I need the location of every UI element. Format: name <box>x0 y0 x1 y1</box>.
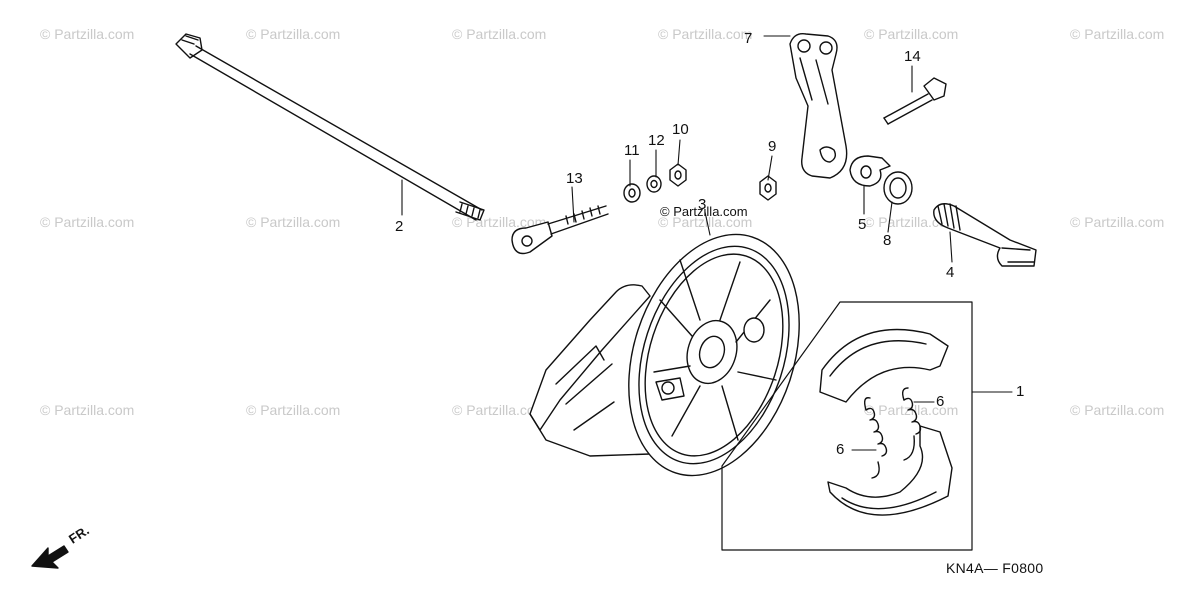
callout-1: 1 <box>1016 383 1025 400</box>
axle-part <box>175 33 485 221</box>
brake-panel-part <box>529 233 800 477</box>
callout-3: 3 <box>698 196 707 213</box>
brake-shoe-set <box>721 301 973 551</box>
watermark: © Partzilla.com <box>1070 402 1165 418</box>
watermark: © Partzilla.com <box>660 204 748 219</box>
callout-11: 11 <box>624 142 640 159</box>
watermark: © Partzilla.com <box>246 402 341 418</box>
indicator-and-seal <box>849 155 913 205</box>
brake-cam-part <box>933 203 1037 267</box>
small-fasteners <box>623 163 777 203</box>
callout-2: 2 <box>395 218 404 235</box>
brake-arm-part <box>789 33 848 179</box>
watermark: © Partzilla.com <box>1070 214 1165 230</box>
callout-12: 12 <box>648 132 665 149</box>
callout-9: 9 <box>768 138 777 155</box>
watermark: © Partzilla.com <box>40 214 135 230</box>
watermark: © Partzilla.com <box>246 214 341 230</box>
arm-bolt-part <box>883 77 947 125</box>
callout-5: 5 <box>858 216 867 233</box>
callout-14: 14 <box>904 48 921 65</box>
watermark: © Partzilla.com <box>246 26 341 42</box>
watermark: © Partzilla.com <box>452 402 547 418</box>
watermark: © Partzilla.com <box>864 26 959 42</box>
callout-8: 8 <box>883 232 892 249</box>
adjuster-bolt-part <box>511 205 609 255</box>
callout-10: 10 <box>672 121 689 138</box>
watermark: © Partzilla.com <box>658 26 753 42</box>
diagram-code: KN4A— F0800 <box>946 560 1044 576</box>
callout-13: 13 <box>566 170 583 187</box>
watermark: © Partzilla.com <box>658 214 753 230</box>
callout-4: 4 <box>946 264 955 281</box>
watermark: © Partzilla.com <box>40 26 135 42</box>
front-direction-arrow <box>31 545 69 569</box>
watermark: © Partzilla.com <box>40 402 135 418</box>
callout-7: 7 <box>744 30 753 47</box>
callout-6-lower: 6 <box>836 441 845 458</box>
watermark: © Partzilla.com <box>1070 26 1165 42</box>
leader-lines <box>401 35 1013 451</box>
watermark: © Partzilla.com <box>452 26 547 42</box>
callout-6-upper: 6 <box>936 393 945 410</box>
